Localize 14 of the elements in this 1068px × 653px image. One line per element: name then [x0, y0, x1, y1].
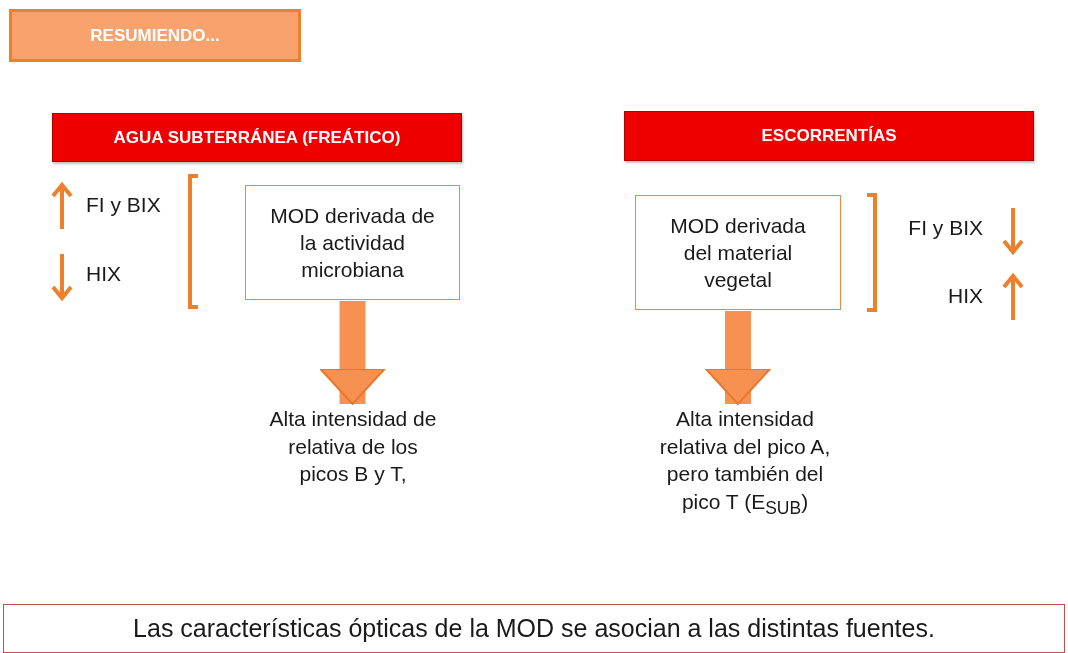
- process-box: MOD derivada de la actividad microbiana: [245, 185, 460, 300]
- index-label: FI y BIX: [86, 193, 161, 217]
- block-arrow: [319, 301, 386, 405]
- title-banner: RESUMIENDO...: [9, 9, 301, 62]
- index-label: HIX: [948, 284, 983, 308]
- index-label: HIX: [86, 262, 121, 286]
- header-bar: AGUA SUBTERRÁNEA (FREÁTICO): [52, 113, 462, 162]
- index-label: FI y BIX: [908, 216, 983, 240]
- result-text: Alta intensidad relativa del pico A, pero también del pico T (E$_{SUB}$): [650, 405, 840, 521]
- block-arrow: [705, 311, 771, 405]
- header-bar: ESCORRENTÍAS: [624, 111, 1034, 161]
- process-box: MOD derivada del material vegetal: [635, 195, 841, 310]
- result-text: Alta intensidad de relativa de los picos B y T,: [268, 405, 438, 489]
- caption-box: Las características ópticas de la MOD se asocian a las distintas fuentes.: [3, 604, 1065, 653]
